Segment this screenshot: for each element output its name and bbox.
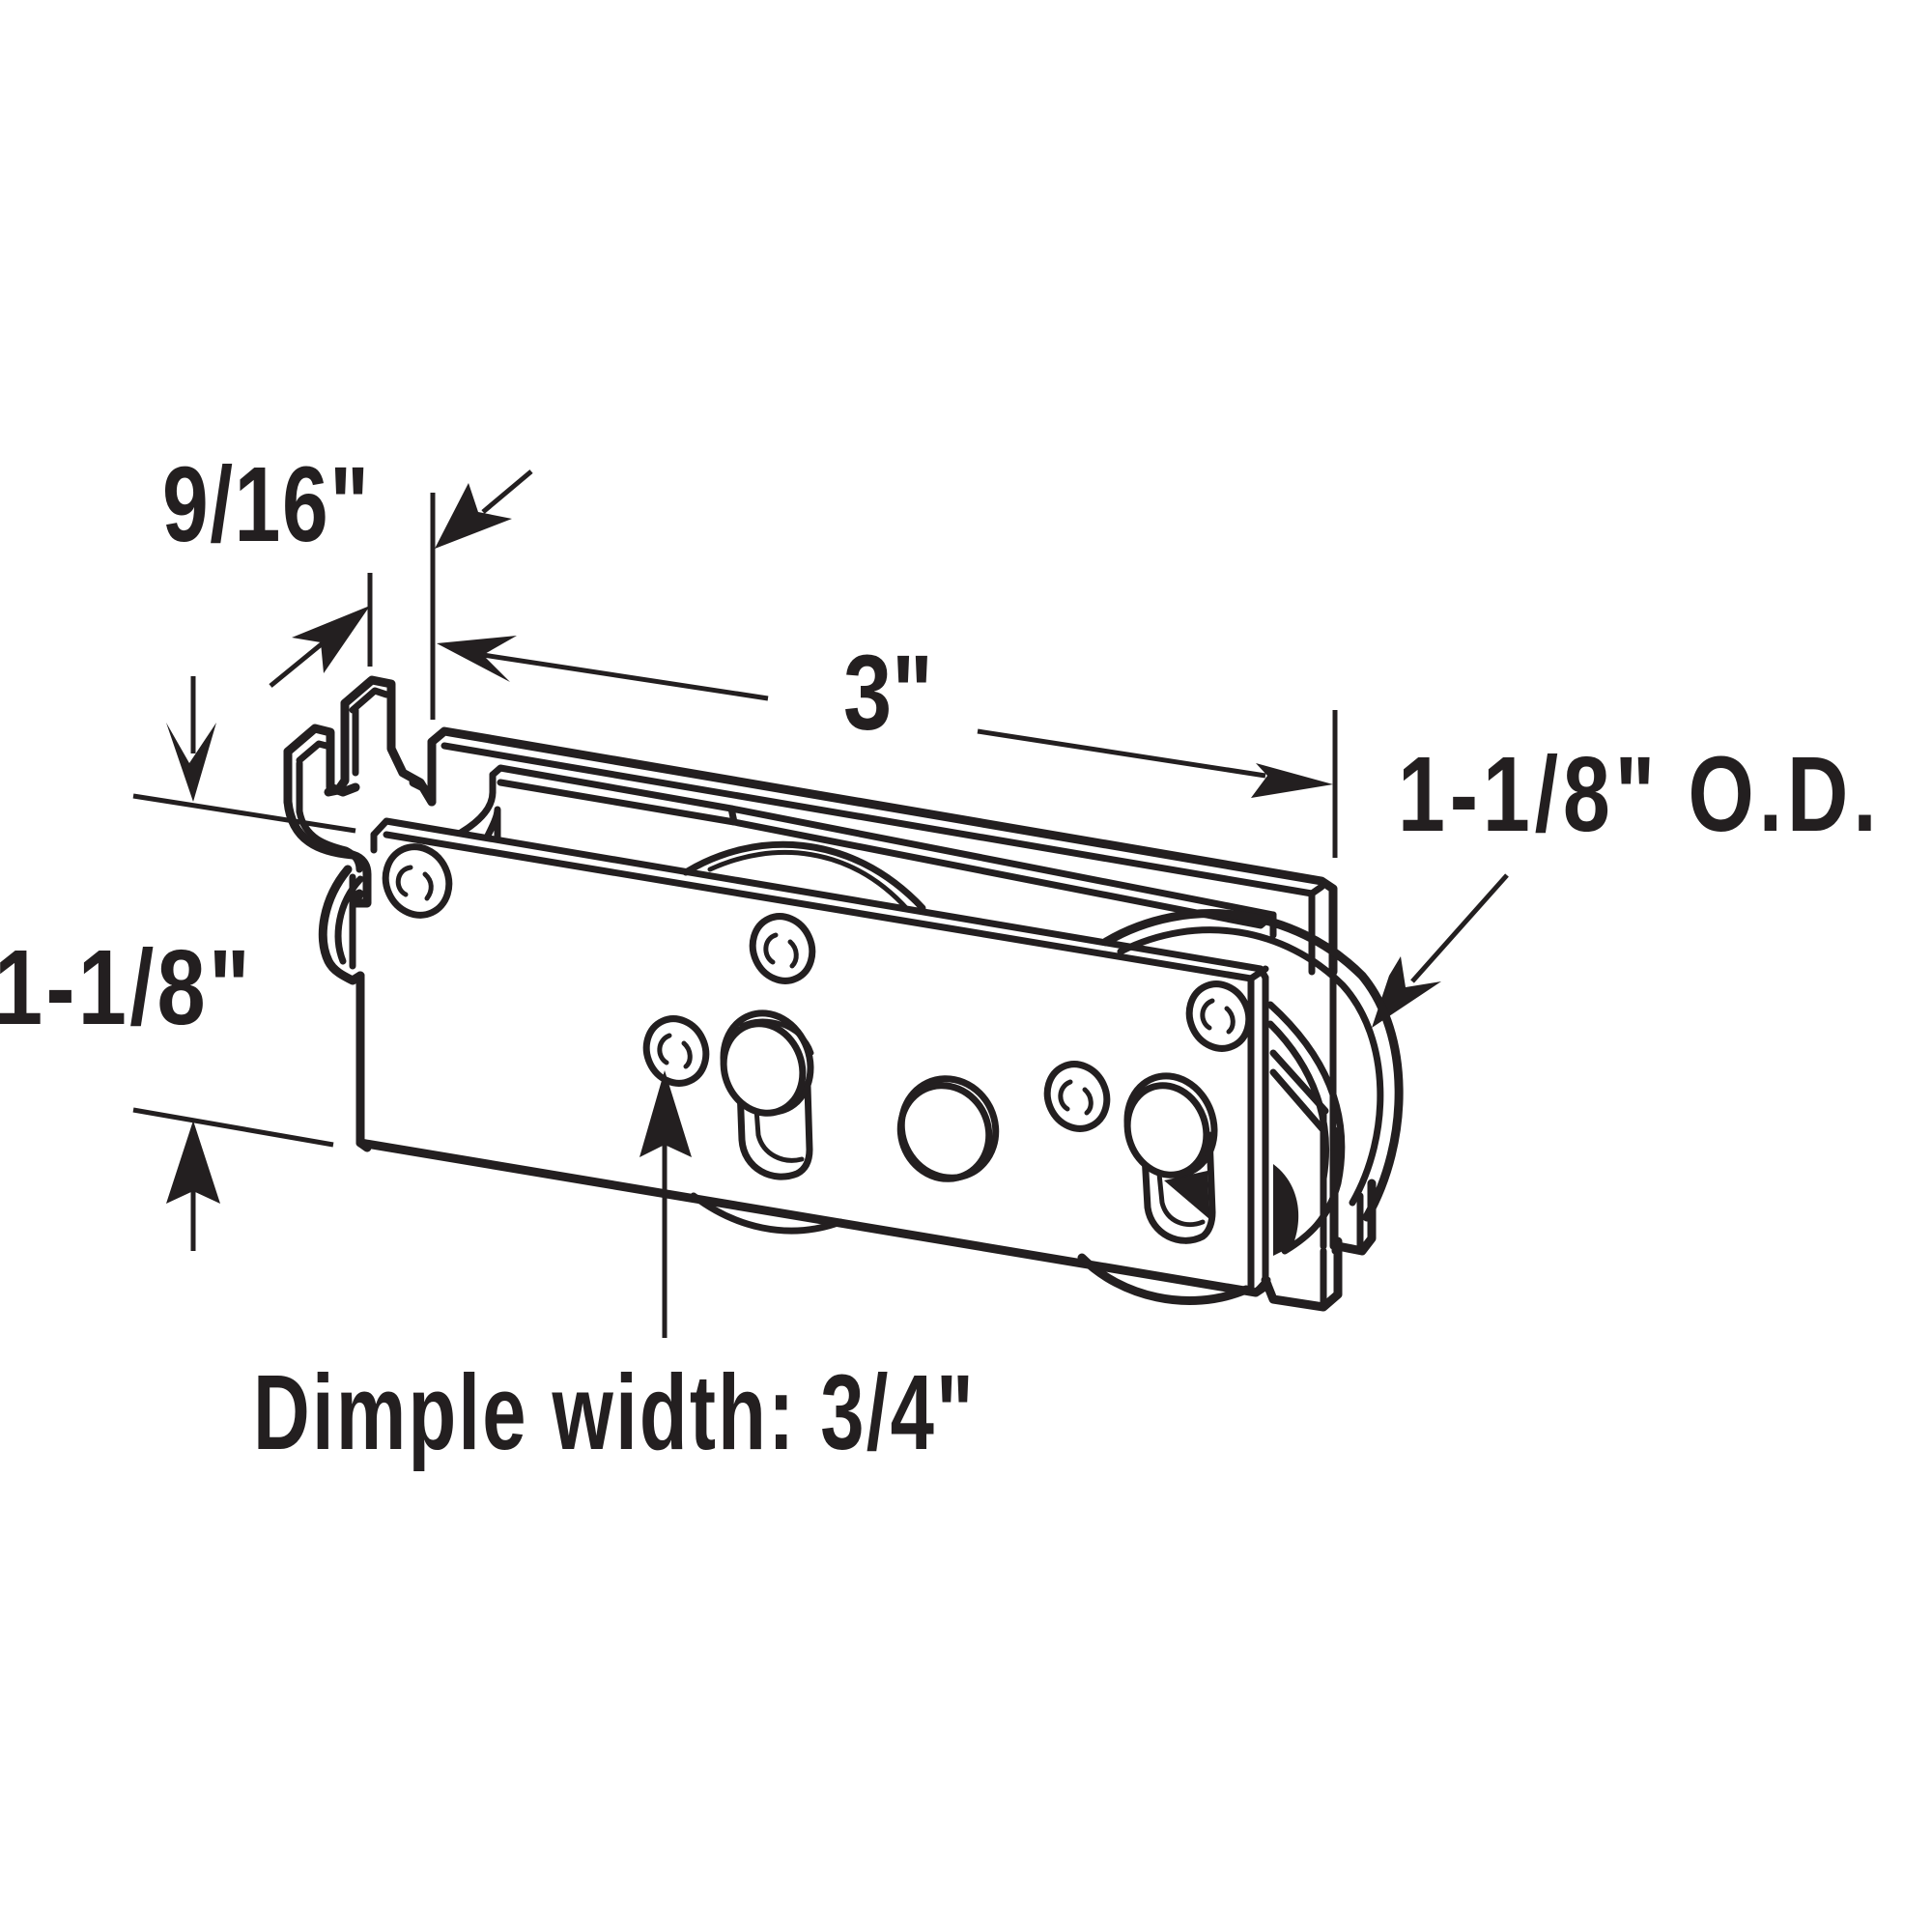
screw-top-left: [382, 843, 453, 919]
screw-upper-middle: [749, 913, 816, 984]
dimension-height-lines: [132, 676, 356, 1251]
screw-lower-left: [642, 1015, 710, 1087]
left-bracket: [283, 675, 437, 985]
bottom-wheel-bulges: [690, 1192, 1251, 1305]
right-end-bracket: [1261, 968, 1377, 1312]
wheel-diameter-label: 1-1/8" O.D.: [1398, 735, 1882, 854]
dimension-9-16-lines: [269, 469, 533, 720]
keyhole-slot-left: [720, 1009, 814, 1180]
front-plate: [355, 788, 1272, 1297]
screw-lower-right: [1043, 1061, 1111, 1132]
height-label: 1-1/8": [0, 928, 254, 1047]
screw-upper-right: [1185, 980, 1253, 1052]
keyhole-slot-right: [1123, 1072, 1218, 1244]
flange-width-label: 9/16": [162, 445, 371, 564]
dimension-dimple-leader: [639, 1070, 692, 1338]
round-dimple: [896, 1075, 1000, 1182]
length-label: 3": [843, 634, 933, 753]
inner-wheel-arc: [682, 840, 926, 913]
dimension-3-inch-lines: [437, 636, 1338, 858]
dimple-width-label: Dimple width: 3/4": [253, 1353, 976, 1472]
dimension-od-leader: [1372, 873, 1509, 1028]
